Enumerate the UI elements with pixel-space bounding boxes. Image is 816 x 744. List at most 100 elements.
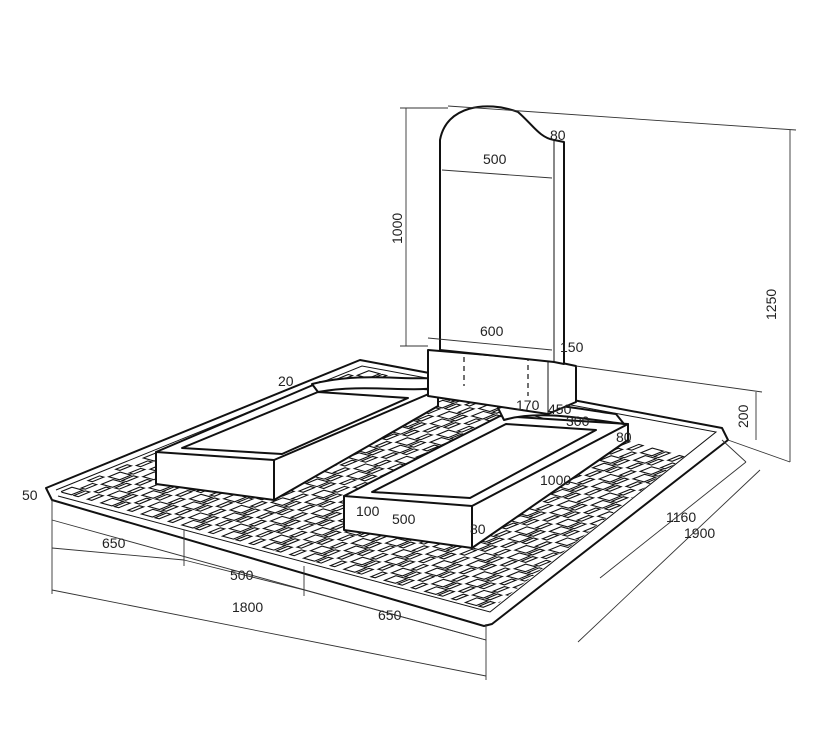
paving-tile: [625, 443, 645, 451]
label-stand-depth: 150: [560, 339, 584, 355]
paving-tile: [331, 467, 351, 475]
paving-tile: [678, 495, 705, 505]
paving-tile: [86, 475, 106, 483]
paving-tile: [541, 515, 561, 522]
paving-tile: [295, 541, 315, 549]
paving-tile: [345, 470, 372, 480]
paving-tile: [400, 448, 420, 456]
paving-tile: [436, 410, 462, 420]
paving-tile: [463, 597, 490, 607]
paving-tile: [562, 511, 582, 519]
paving-tile: [493, 530, 513, 537]
paving-tile: [533, 559, 553, 567]
paving-tile: [324, 474, 344, 482]
paving-tile: [187, 493, 214, 503]
paving-tile: [241, 527, 261, 535]
paving-tile: [735, 474, 751, 480]
paving-tile: [324, 493, 344, 501]
paving-tile: [534, 522, 554, 530]
paving-tile: [180, 519, 207, 529]
label-border: 50: [22, 487, 38, 503]
paving-tile: [548, 507, 575, 517]
paving-tile: [380, 452, 400, 459]
paving-tile: [499, 541, 519, 549]
paving-tile: [603, 503, 623, 511]
paving-tile: [622, 537, 642, 545]
paving-tile: [650, 525, 670, 533]
paving-tile: [359, 455, 379, 463]
paving-tile: [303, 497, 330, 506]
paving-tile: [639, 447, 665, 457]
paving-tile: [424, 548, 451, 558]
paving-tile: [506, 552, 532, 562]
paving-tile: [394, 437, 421, 446]
paving-tile: [450, 593, 470, 601]
paving-tile: [322, 530, 342, 538]
paving-tile: [414, 433, 434, 441]
paving-tile: [281, 538, 301, 546]
paving-tile: [380, 433, 400, 441]
paving-tile: [288, 549, 308, 557]
paving-tile: [106, 490, 133, 499]
paving-tile: [423, 567, 450, 577]
paving-tile: [403, 571, 423, 579]
paving-tile: [410, 563, 430, 571]
paving-tile: [416, 575, 436, 582]
label-stela-height: 1000: [389, 213, 405, 244]
label-cap-length: 300: [566, 413, 590, 429]
paving-tile: [603, 484, 623, 492]
paving-tile: [133, 497, 153, 505]
paving-tile: [561, 529, 581, 537]
paving-tile: [540, 552, 560, 560]
paving-tile: [429, 418, 455, 428]
paving-tile: [443, 403, 463, 411]
paving-tile: [127, 467, 147, 475]
paving-tile: [194, 504, 214, 512]
paving-tile: [528, 511, 548, 519]
paving-tile: [582, 507, 602, 515]
paving-tile: [629, 529, 656, 539]
paving-tile: [526, 548, 546, 556]
paving-tile: [555, 518, 581, 528]
paving-tile: [366, 448, 386, 456]
label-flowerbed-inner: 170: [516, 397, 540, 413]
paving-tile: [449, 414, 469, 422]
paving-tile: [85, 494, 105, 501]
paving-tile: [748, 496, 764, 502]
paving-tile: [160, 504, 180, 512]
paving-tile: [234, 515, 254, 523]
paving-tile: [261, 541, 288, 551]
paving-tile: [373, 459, 393, 467]
paving-tile: [470, 410, 496, 420]
paving-tile: [397, 541, 417, 549]
paving-tile: [520, 537, 540, 545]
paving-tile: [464, 578, 491, 588]
paving-tile: [470, 589, 497, 599]
paving-tile: [692, 480, 712, 488]
paving-tile: [247, 538, 267, 546]
paving-tile: [512, 563, 539, 573]
paving-tile: [594, 548, 621, 558]
paving-tile: [134, 460, 154, 468]
paving-tile: [254, 530, 274, 538]
paving-tile: [297, 485, 317, 493]
paving-tile: [485, 574, 505, 582]
paving-tile: [498, 578, 518, 586]
paving-tile: [762, 481, 784, 489]
paving-tile: [583, 488, 603, 496]
paving-tile: [442, 422, 462, 429]
paving-tile: [336, 534, 356, 542]
paving-tile: [382, 575, 409, 584]
paving-tile: [519, 556, 539, 563]
paving-tile: [200, 516, 220, 523]
paving-tile: [436, 589, 456, 597]
paving-tile: [721, 489, 743, 497]
paving-tile: [484, 593, 504, 601]
paving-tile: [457, 567, 477, 575]
paving-tile: [569, 503, 589, 511]
paving-tile: [686, 469, 706, 477]
label-front-thickness: 20: [278, 373, 294, 389]
paving-tile: [443, 582, 463, 590]
paving-tile: [542, 496, 562, 504]
paving-tile: [187, 512, 214, 522]
